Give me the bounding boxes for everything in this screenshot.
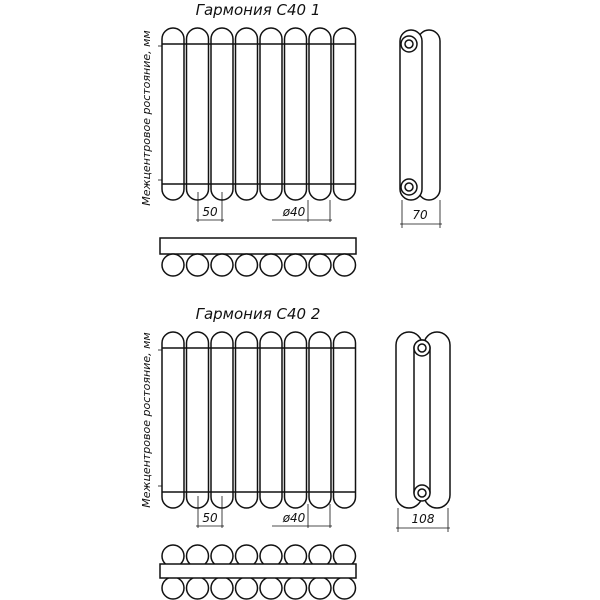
- model-2-front-section-4: [234, 331, 259, 509]
- model-2-front-section-8: [332, 331, 357, 509]
- model-1: Гармония С40 1 Межцентровое ростояние, м…: [140, 1, 442, 277]
- model-1-top-tube-3: [210, 253, 234, 277]
- model-1-front-view: [161, 27, 357, 201]
- model-1-pitch-label: 50: [202, 205, 218, 219]
- model-2-top-tube-back-5: [259, 576, 283, 600]
- model-1-front-section-8: [332, 27, 357, 201]
- model-1-side-view: 70: [399, 29, 442, 228]
- model-1-top-tube-4: [234, 253, 259, 277]
- model-1-top-tube-8: [332, 253, 357, 277]
- model-2-front-section-6: [283, 331, 308, 509]
- model-1-top-tube-5: [259, 253, 283, 277]
- model-1-title: Гармония С40 1: [196, 1, 321, 19]
- model-2-side-view: 108: [395, 331, 451, 532]
- model-2-front-section-3: [210, 331, 234, 509]
- model-1-top-tube-1: [161, 253, 185, 277]
- model-2-diameter-label: ø40: [282, 511, 306, 525]
- model-2-title: Гармония С40 2: [196, 305, 321, 323]
- model-1-front-section-4: [234, 27, 259, 201]
- model-2-top-view: [159, 544, 357, 600]
- model-2-top-collector: [159, 563, 357, 579]
- model-1-front-section-7: [308, 27, 332, 201]
- model-1-diameter-label: ø40: [282, 205, 306, 219]
- model-1-top-collector: [159, 237, 357, 255]
- model-1-front-section-6: [283, 27, 308, 201]
- model-2-front-section-5: [259, 331, 283, 509]
- model-2-vertical-label: Межцентровое ростояние, мм: [140, 332, 153, 507]
- model-2-top-tube-back-2: [185, 576, 210, 600]
- model-2-depth-label: 108: [412, 512, 435, 526]
- model-2-front-section-1: [161, 331, 185, 509]
- model-2-front-section-2: [185, 331, 210, 509]
- model-1-front-section-2: [185, 27, 210, 201]
- model-1-top-tube-2: [185, 253, 210, 277]
- model-1-dimensions: 50 ø40: [196, 192, 332, 222]
- model-2-top-tube-back-6: [283, 576, 308, 600]
- model-2-front-view: [161, 331, 357, 509]
- model-2-dimensions: 50 ø40: [196, 496, 332, 528]
- model-2: Гармония С40 2 Межцентровое ростояние, м…: [140, 305, 451, 600]
- model-1-front-section-1: [161, 27, 185, 201]
- model-1-front-section-5: [259, 27, 283, 201]
- model-2-top-tube-back-3: [210, 576, 234, 600]
- model-1-top-tube-7: [308, 253, 332, 277]
- model-1-depth-label: 70: [412, 208, 428, 222]
- model-1-vertical-label: Межцентровое ростояние, мм: [140, 30, 153, 205]
- model-2-top-tube-back-4: [234, 576, 259, 600]
- model-2-top-tube-back-7: [308, 576, 332, 600]
- model-2-front-section-7: [308, 331, 332, 509]
- model-1-top-tube-6: [283, 253, 308, 277]
- model-1-top-view: [159, 237, 357, 277]
- model-2-pitch-label: 50: [202, 511, 218, 525]
- model-2-top-tube-back-1: [161, 576, 185, 600]
- model-1-front-section-3: [210, 27, 234, 201]
- model-2-top-tube-back-8: [332, 576, 357, 600]
